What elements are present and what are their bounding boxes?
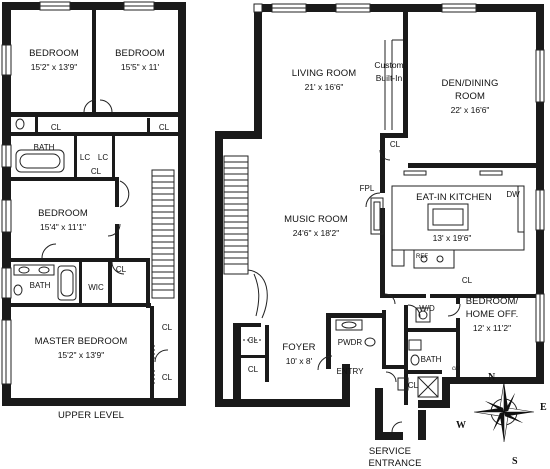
living-room-dims: 21' x 16'6" — [304, 82, 344, 92]
den-dining-dims: 22' x 16'6" — [450, 105, 490, 115]
closet-label: CL — [407, 381, 419, 390]
closet-label: CL — [50, 123, 62, 132]
walk-in-closet-label: WIC — [88, 283, 104, 292]
kitchen-dims: 13' x 19'6" — [432, 233, 472, 243]
music-room-dims: 24'6" x 18'2" — [292, 228, 340, 238]
service-entrance-line2: ENTRANCE — [368, 458, 422, 469]
bedroom-home-office-name-line1: BEDROOM/ — [465, 296, 519, 307]
linen-closet-label: LC — [79, 153, 91, 162]
custom-built-in-line2: Built-In — [375, 73, 403, 83]
upper-level-label: UPPER LEVEL — [57, 410, 125, 421]
compass-north: N — [488, 372, 496, 383]
bedroom-home-office-dims: 12' x 11'2" — [472, 323, 512, 333]
upper-wall-top — [2, 2, 186, 10]
powder-room-label: PWDR — [337, 338, 363, 347]
closet-label: CL — [161, 373, 173, 382]
bedroom-2-name: BEDROOM — [115, 48, 165, 59]
living-room-name: LIVING ROOM — [291, 68, 357, 79]
foyer-dims: 10' x 8' — [285, 356, 313, 366]
lower-wall-top — [254, 4, 544, 12]
closet-label: CL — [90, 167, 102, 176]
bedroom-1-dims: 15'2" x 13'9" — [30, 62, 78, 72]
compass-west: W — [456, 420, 466, 431]
foyer-name: FOYER — [282, 342, 316, 353]
upper-wall-bottom — [2, 398, 186, 406]
bath-2-label: BATH — [29, 281, 51, 290]
closet-label: CL — [115, 265, 127, 274]
chl-label: chl — [452, 366, 460, 372]
custom-built-in-line1: Custom — [374, 60, 404, 70]
closet-label: CL — [247, 365, 259, 374]
den-dining-name-line1: DEN/DINING — [441, 78, 499, 89]
compass-rose — [473, 381, 535, 443]
refrigerator-label: REF — [416, 254, 428, 260]
bedroom-1-name: BEDROOM — [29, 48, 79, 59]
entry-label: ENTRY — [336, 367, 364, 376]
compass-south: S — [512, 456, 518, 467]
bath-1-label: BATH — [33, 143, 55, 152]
linen-closet-label: LC — [97, 153, 109, 162]
compass-east: E — [540, 402, 547, 413]
upper-wall-bedrooms-divider — [92, 10, 96, 112]
closet-label: CL — [461, 276, 473, 285]
master-bedroom-name: MASTER BEDROOM — [34, 336, 128, 347]
den-dining-name-line2: ROOM — [455, 91, 485, 102]
closet-label: CL — [158, 123, 170, 132]
bath-label: BATH — [420, 355, 442, 364]
bedroom-2-dims: 15'5" x 11' — [120, 62, 160, 72]
kitchen-name: EAT-IN KITCHEN — [416, 192, 492, 203]
dishwasher-label: DW — [506, 190, 520, 199]
service-entrance-line1: SERVICE — [368, 446, 412, 457]
bedroom-home-office-name-line2: HOME OFF. — [465, 309, 519, 320]
closet-label: CL — [161, 323, 173, 332]
bedroom-3-name: BEDROOM — [38, 208, 88, 219]
music-room-name: MUSIC ROOM — [284, 214, 348, 225]
washer-dryer-label: W/D — [419, 304, 435, 313]
master-bedroom-dims: 15'2" x 13'9" — [57, 350, 105, 360]
closet-label: CL — [389, 140, 401, 149]
fireplace-label: FPL — [359, 184, 375, 193]
bedroom-3-dims: 15'4" x 11'1" — [40, 222, 86, 232]
upper-wall-right — [178, 2, 186, 406]
closet-label: CL — [247, 336, 259, 345]
